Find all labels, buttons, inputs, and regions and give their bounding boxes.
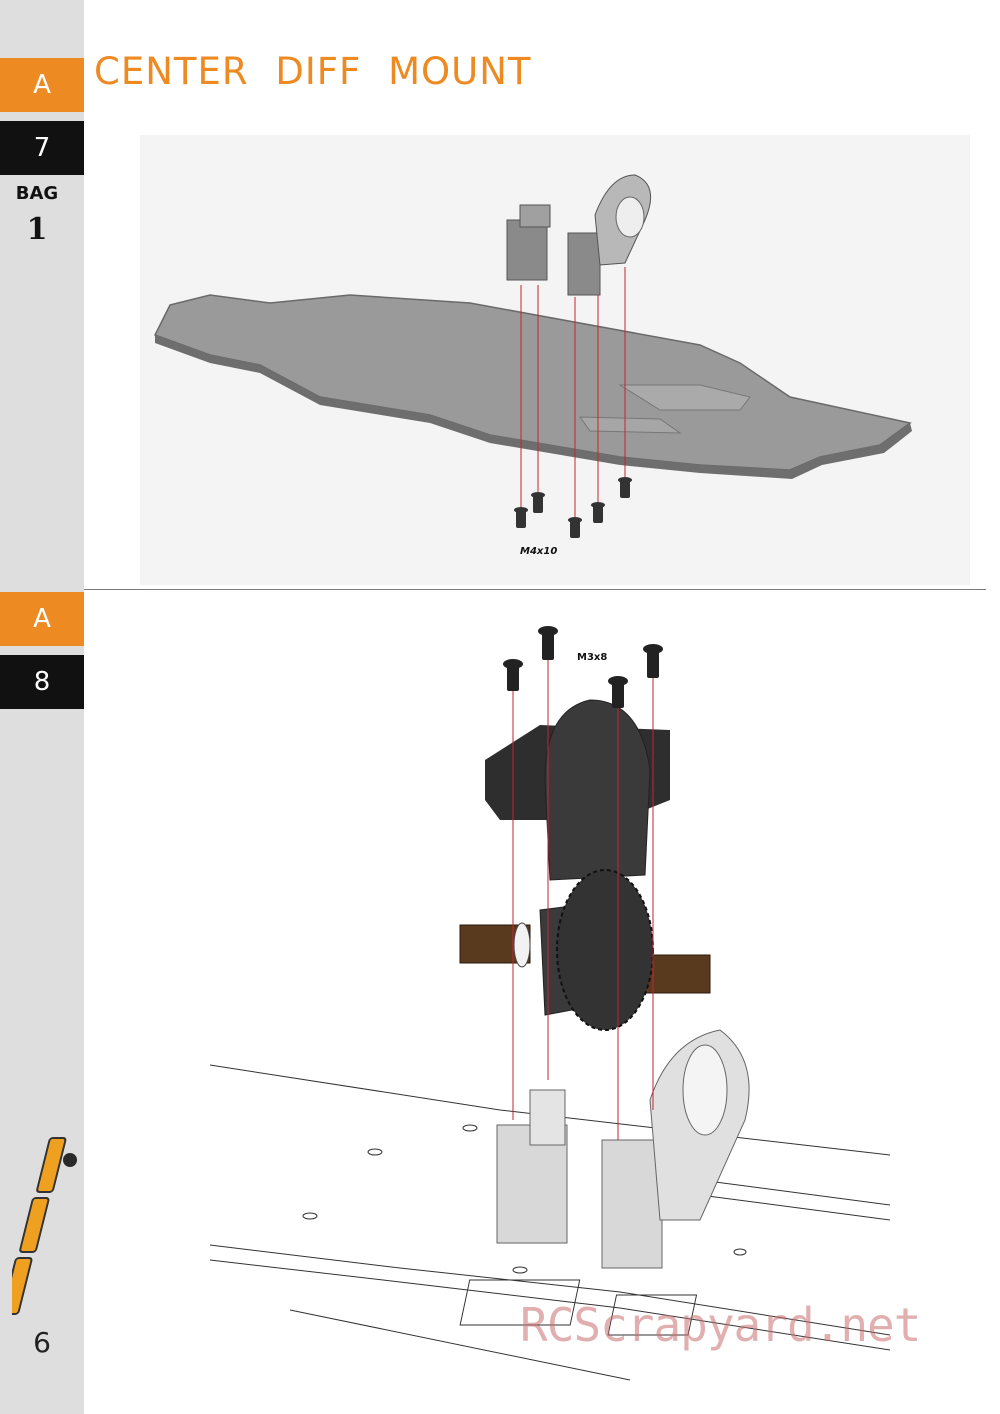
brand-logo: [12, 1137, 77, 1315]
m4-screws: [514, 477, 632, 538]
mount-right: [567, 174, 652, 296]
chassis-plate: [153, 294, 912, 479]
differential: [459, 869, 711, 1031]
chassis-outline: [209, 1064, 891, 1381]
section-tab-a-top: A: [0, 58, 84, 112]
diff-top-cover: [485, 699, 670, 881]
bag-number: 1: [26, 212, 48, 247]
step-8-badge: 8: [0, 655, 84, 709]
page-number: 6: [33, 1326, 51, 1359]
m3x8-label: M3x8: [577, 652, 607, 663]
bag-label: BAG: [15, 183, 59, 204]
mount-left: [506, 204, 551, 281]
page-title: CENTER DIFF MOUNT: [94, 50, 532, 93]
diff-mount-right: [601, 1029, 750, 1269]
diff-mount-left: [496, 1089, 568, 1244]
m3-screws: [503, 626, 663, 708]
m4x10-label: M4x10: [520, 546, 557, 557]
step-8-diagram: M3x8: [209, 626, 891, 1381]
watermark: RCScrapyard.net: [520, 1298, 921, 1352]
step-7-badge: 7: [0, 121, 84, 175]
step-7-diagram: M4x10: [140, 135, 970, 585]
section-tab-a-bottom: A: [0, 592, 84, 646]
step-divider: [84, 589, 986, 590]
